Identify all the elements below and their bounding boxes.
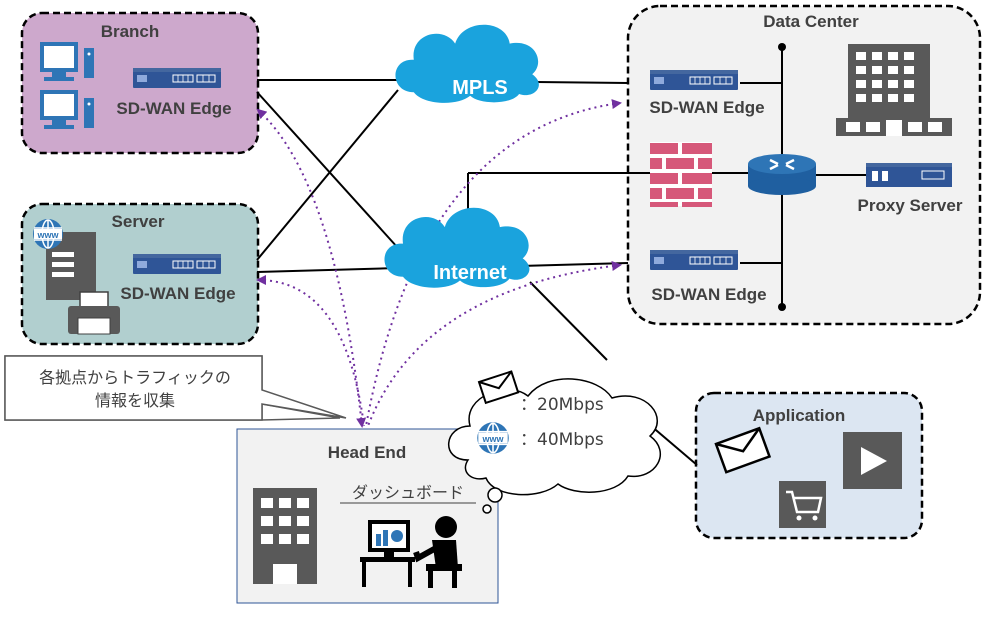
- server-title: Server: [112, 212, 165, 231]
- www-text: www: [481, 434, 504, 444]
- pc-icon: [40, 90, 94, 129]
- dc-edge-top-label: SD-WAN Edge: [649, 98, 764, 117]
- server-edge-label: SD-WAN Edge: [120, 284, 235, 303]
- datacenter-title: Data Center: [763, 12, 859, 31]
- office-building-icon: [253, 488, 317, 584]
- shopping-cart-icon: [779, 481, 826, 528]
- callout-line-2: 情報を収集: [95, 391, 175, 410]
- printer-icon: [68, 291, 120, 335]
- branch-edge-label: SD-WAN Edge: [116, 99, 231, 118]
- mpls-label: MPLS: [452, 77, 508, 99]
- headend-title: Head End: [328, 443, 406, 462]
- pc-icon: [40, 42, 94, 81]
- internet-label: Internet: [433, 262, 507, 284]
- mail-icon: [714, 426, 772, 474]
- callout-line-1: 各拠点からトラフィックの: [39, 368, 231, 387]
- router-icon: [748, 154, 816, 195]
- firewall-icon: [650, 142, 712, 207]
- application-title: Application: [753, 406, 846, 425]
- traffic-collection-arrows: [256, 99, 622, 428]
- branch-title: Branch: [101, 22, 160, 41]
- traffic-stats-bubble: [448, 378, 661, 514]
- server-tower-icon: [46, 232, 96, 300]
- sdwan-edge-icon: [649, 249, 739, 271]
- building-icon: [836, 44, 952, 136]
- dc-edge-bottom-label: SD-WAN Edge: [651, 285, 766, 304]
- video-play-icon: [843, 432, 902, 489]
- sdwan-edge-icon: [132, 253, 222, 275]
- proxy-server-icon: [866, 163, 952, 187]
- mail-rate-text: ：20Mbps: [520, 395, 604, 415]
- application-box: [694, 391, 924, 540]
- sdwan-edge-icon: [649, 69, 739, 91]
- sdwan-edge-icon: [132, 67, 222, 89]
- proxy-server-label: Proxy Server: [858, 196, 963, 215]
- operator-at-dashboard-icon: [360, 516, 462, 588]
- www-text: www: [36, 230, 59, 240]
- collection-callout: [4, 355, 347, 421]
- dashboard-label: ダッシュボード: [352, 483, 464, 502]
- web-rate-text: ：40Mbps: [520, 430, 604, 450]
